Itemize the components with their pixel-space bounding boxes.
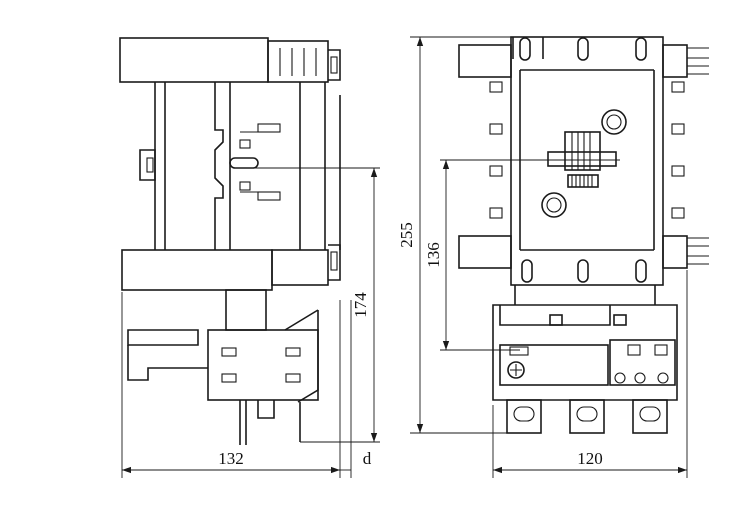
- dimension-labels: 132 d 174 255 136 120: [218, 222, 603, 468]
- side-view: [119, 37, 341, 445]
- front-terminal-3: [632, 399, 668, 434]
- front-coil-block: [564, 131, 601, 171]
- front-terminal-2: [569, 399, 605, 434]
- front-housing: [510, 36, 664, 286]
- front-adjust-screw: [507, 361, 525, 379]
- side-lower-block: [121, 249, 273, 291]
- front-knob-bottom: [541, 192, 567, 218]
- side-relay-body: [207, 329, 319, 401]
- dim-label-132: 132: [218, 449, 244, 468]
- dim-label-d: d: [363, 449, 372, 468]
- dim-label-136: 136: [424, 242, 443, 268]
- side-top-cover: [119, 37, 269, 83]
- dim-label-120: 120: [577, 449, 603, 468]
- dim-label-255: 255: [397, 222, 416, 248]
- dim-label-174: 174: [351, 292, 370, 318]
- dimension-lines: [121, 36, 688, 478]
- front-knob-top: [601, 109, 627, 135]
- front-terminal-1: [506, 399, 542, 434]
- front-view: [458, 36, 709, 434]
